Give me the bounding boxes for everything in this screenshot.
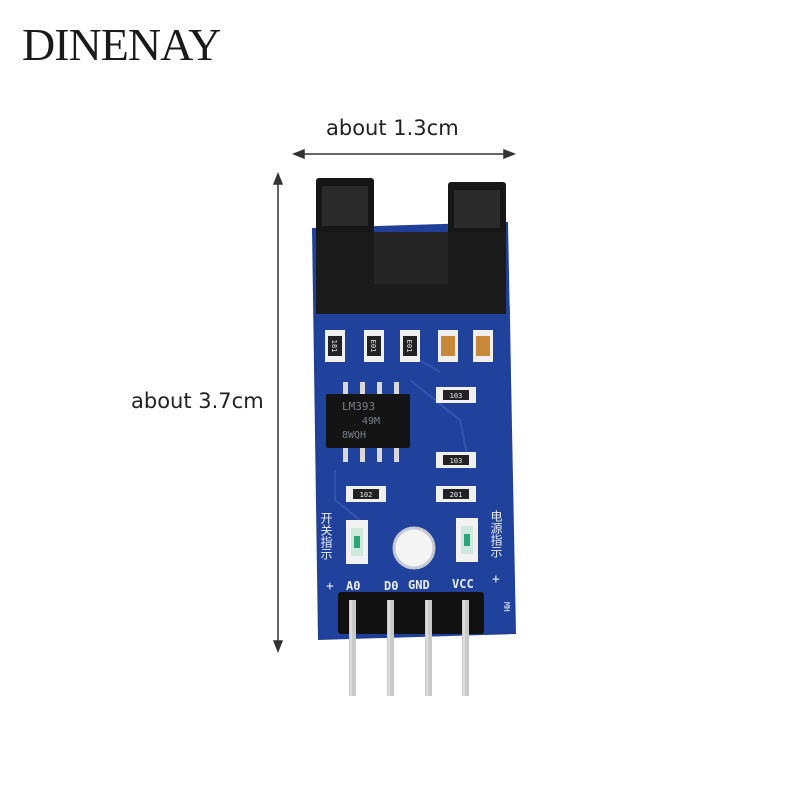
resistor: E01	[400, 330, 420, 362]
switch-indicator-led	[346, 520, 368, 564]
svg-text:103: 103	[450, 392, 463, 400]
resistor: 181	[325, 330, 345, 362]
resistor: E01	[364, 330, 384, 362]
power-indicator-label: 电源指示	[489, 510, 503, 558]
sensor-module: 181 E01 E01	[312, 178, 516, 696]
mounting-hole	[392, 526, 436, 570]
svg-text:8WQH: 8WQH	[342, 430, 366, 441]
resistor: 103	[436, 452, 476, 468]
svg-text:E01: E01	[405, 340, 413, 353]
lm393-chip: LM393 49M 8WQH	[326, 382, 410, 462]
resistor: 201	[436, 486, 476, 502]
svg-text:103: 103	[450, 457, 463, 465]
resistor: 103	[436, 387, 476, 403]
svg-text:201: 201	[450, 491, 463, 499]
pin-label-a0: A0	[346, 579, 360, 593]
svg-text:LM393: LM393	[342, 400, 375, 413]
switch-indicator-label: 开关指示	[319, 512, 333, 560]
resistor: 102	[346, 486, 386, 502]
pin-header	[338, 592, 484, 696]
width-arrow	[291, 148, 517, 160]
height-arrow	[272, 171, 284, 654]
pin-label-d0: D0	[384, 579, 398, 593]
brand-logo: DINENAY	[22, 19, 221, 70]
svg-text:49M: 49M	[362, 416, 380, 427]
slot-optocoupler	[316, 178, 506, 314]
svg-text:181: 181	[330, 340, 338, 353]
capacitor	[438, 330, 458, 362]
power-indicator-led	[456, 518, 478, 562]
capacitor	[473, 330, 493, 362]
svg-text:+: +	[326, 579, 334, 594]
height-dimension-label: about 3.7cm	[131, 389, 264, 413]
pin-label-vcc: VCC	[452, 577, 474, 591]
width-dimension-label: about 1.3cm	[326, 116, 459, 140]
svg-text:+: +	[492, 572, 500, 587]
svg-text:102: 102	[360, 491, 373, 499]
pin-label-gnd: GND	[408, 578, 430, 592]
side-mark: MH	[502, 602, 511, 612]
svg-text:E01: E01	[369, 340, 377, 353]
